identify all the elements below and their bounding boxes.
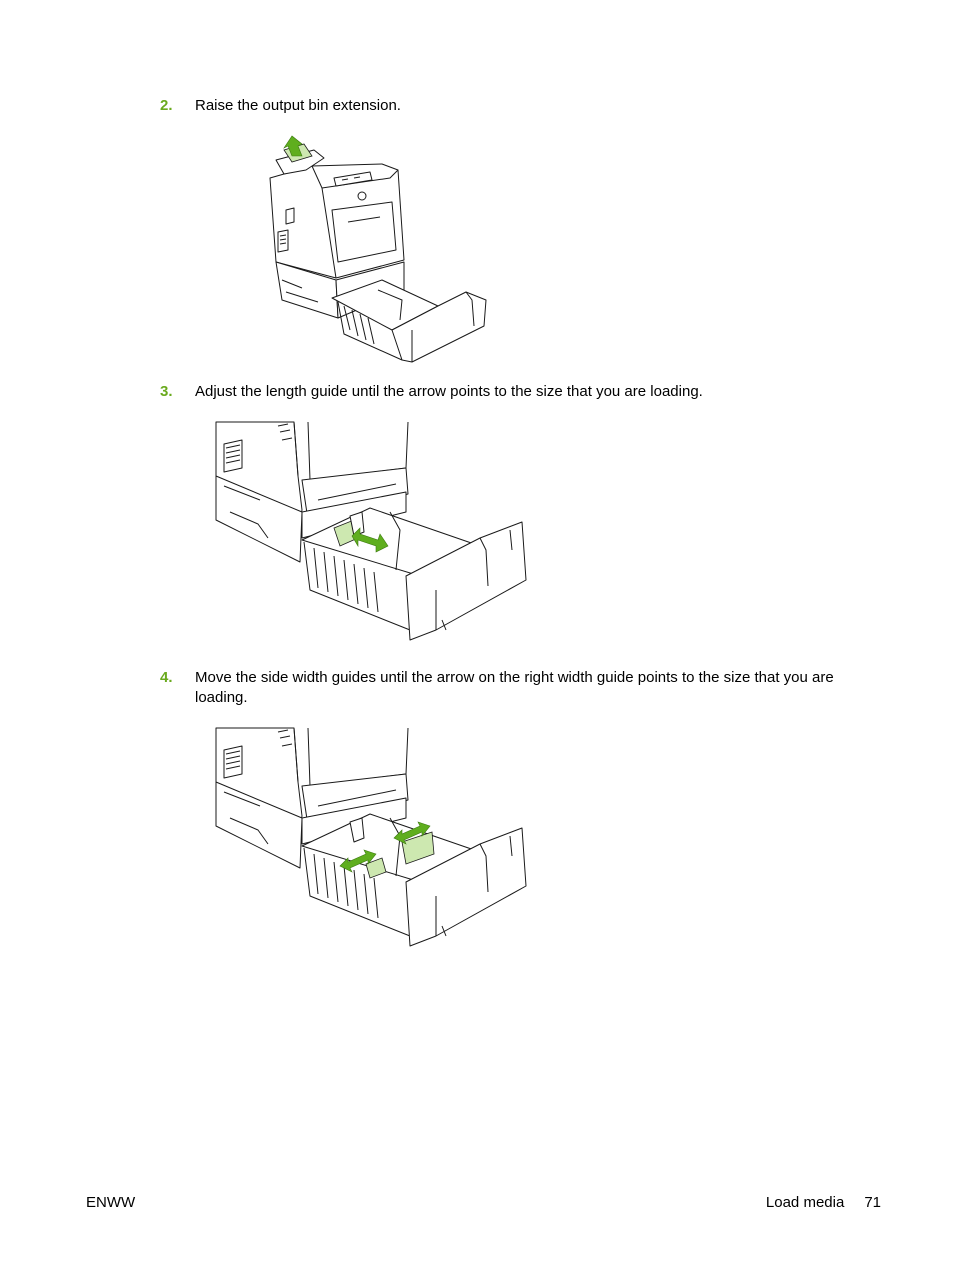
footer-section: Load media	[765, 1194, 845, 1211]
footer-section-page: Load media 71	[766, 1193, 881, 1213]
step-number: 4.	[160, 669, 173, 686]
tray-width-guides-illustration	[210, 726, 530, 952]
step-number: 2.	[160, 97, 173, 114]
step-text: Move the side width guides until the arr…	[195, 669, 834, 706]
step-text: Adjust the length guide until the arrow …	[195, 383, 703, 400]
printer-output-bin-illustration	[262, 130, 490, 366]
tray-length-guide-illustration	[210, 420, 530, 646]
footer-manual-code: ENWW	[86, 1194, 136, 1211]
page-number: 71	[864, 1194, 881, 1211]
step-number: 3.	[160, 383, 173, 400]
step-text: Raise the output bin extension.	[195, 97, 401, 114]
